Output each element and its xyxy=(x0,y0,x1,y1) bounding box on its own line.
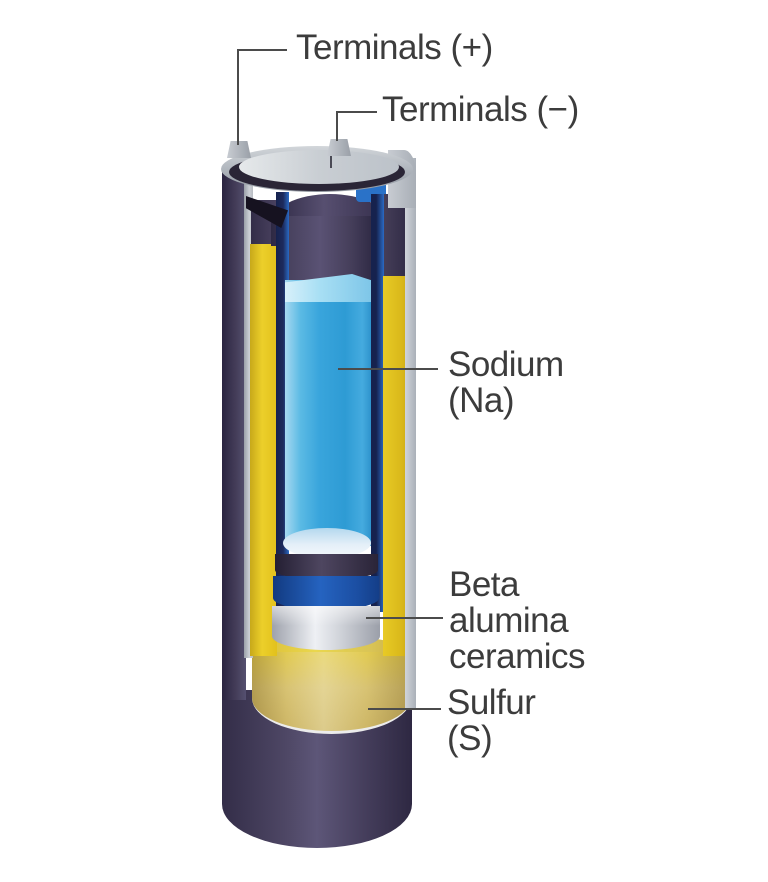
terminal-positive-pin xyxy=(227,141,251,158)
electrolyte-blue-band xyxy=(273,576,379,610)
sulfur-annulus-left xyxy=(250,244,277,656)
beta-alumina-ceramic-band xyxy=(272,606,380,650)
sulfur-pool-body xyxy=(252,652,411,734)
label-beta-line2: alumina xyxy=(449,601,569,640)
label-beta-alumina-ceramics: Beta alumina ceramics xyxy=(449,565,586,676)
leader-line-terminal-negative-horizontal xyxy=(336,111,377,113)
container-bottom-band xyxy=(275,554,378,580)
electrolyte-tube-wall-right xyxy=(371,194,384,612)
sodium-core-bottom-surface xyxy=(283,528,371,558)
label-beta-line3: ceramics xyxy=(449,637,586,676)
terminal-negative-pin xyxy=(327,139,351,156)
label-beta-line1: Beta xyxy=(449,565,520,604)
outer-casing-left-wall xyxy=(222,166,246,700)
leader-line-terminal-positive-vertical xyxy=(237,49,239,145)
cap-top-disc xyxy=(239,150,399,184)
leader-line-terminal-negative-vertical xyxy=(336,111,338,141)
sodium-core xyxy=(285,280,371,546)
label-sulfur-line1: Sulfur xyxy=(447,683,536,722)
leader-line-sodium xyxy=(338,368,438,370)
label-sodium-line2: (Na) xyxy=(448,381,515,420)
casing-cut-surface-left xyxy=(244,162,253,658)
leader-line-sulfur xyxy=(368,708,441,710)
leader-line-terminal-positive-horizontal xyxy=(237,49,287,51)
label-sodium-line1: Sodium xyxy=(448,345,564,384)
label-sodium: Sodium (Na) xyxy=(448,347,564,419)
leader-line-beta-alumina xyxy=(366,617,443,619)
label-sulfur-line2: (S) xyxy=(447,719,493,758)
label-terminals-negative: Terminals (−) xyxy=(382,90,579,129)
casing-cut-surface-right xyxy=(405,158,416,708)
label-terminals-positive: Terminals (+) xyxy=(296,28,493,67)
label-sulfur: Sulfur (S) xyxy=(447,683,536,758)
cap-seam xyxy=(330,150,332,168)
casing-inner-block-right xyxy=(384,194,405,278)
